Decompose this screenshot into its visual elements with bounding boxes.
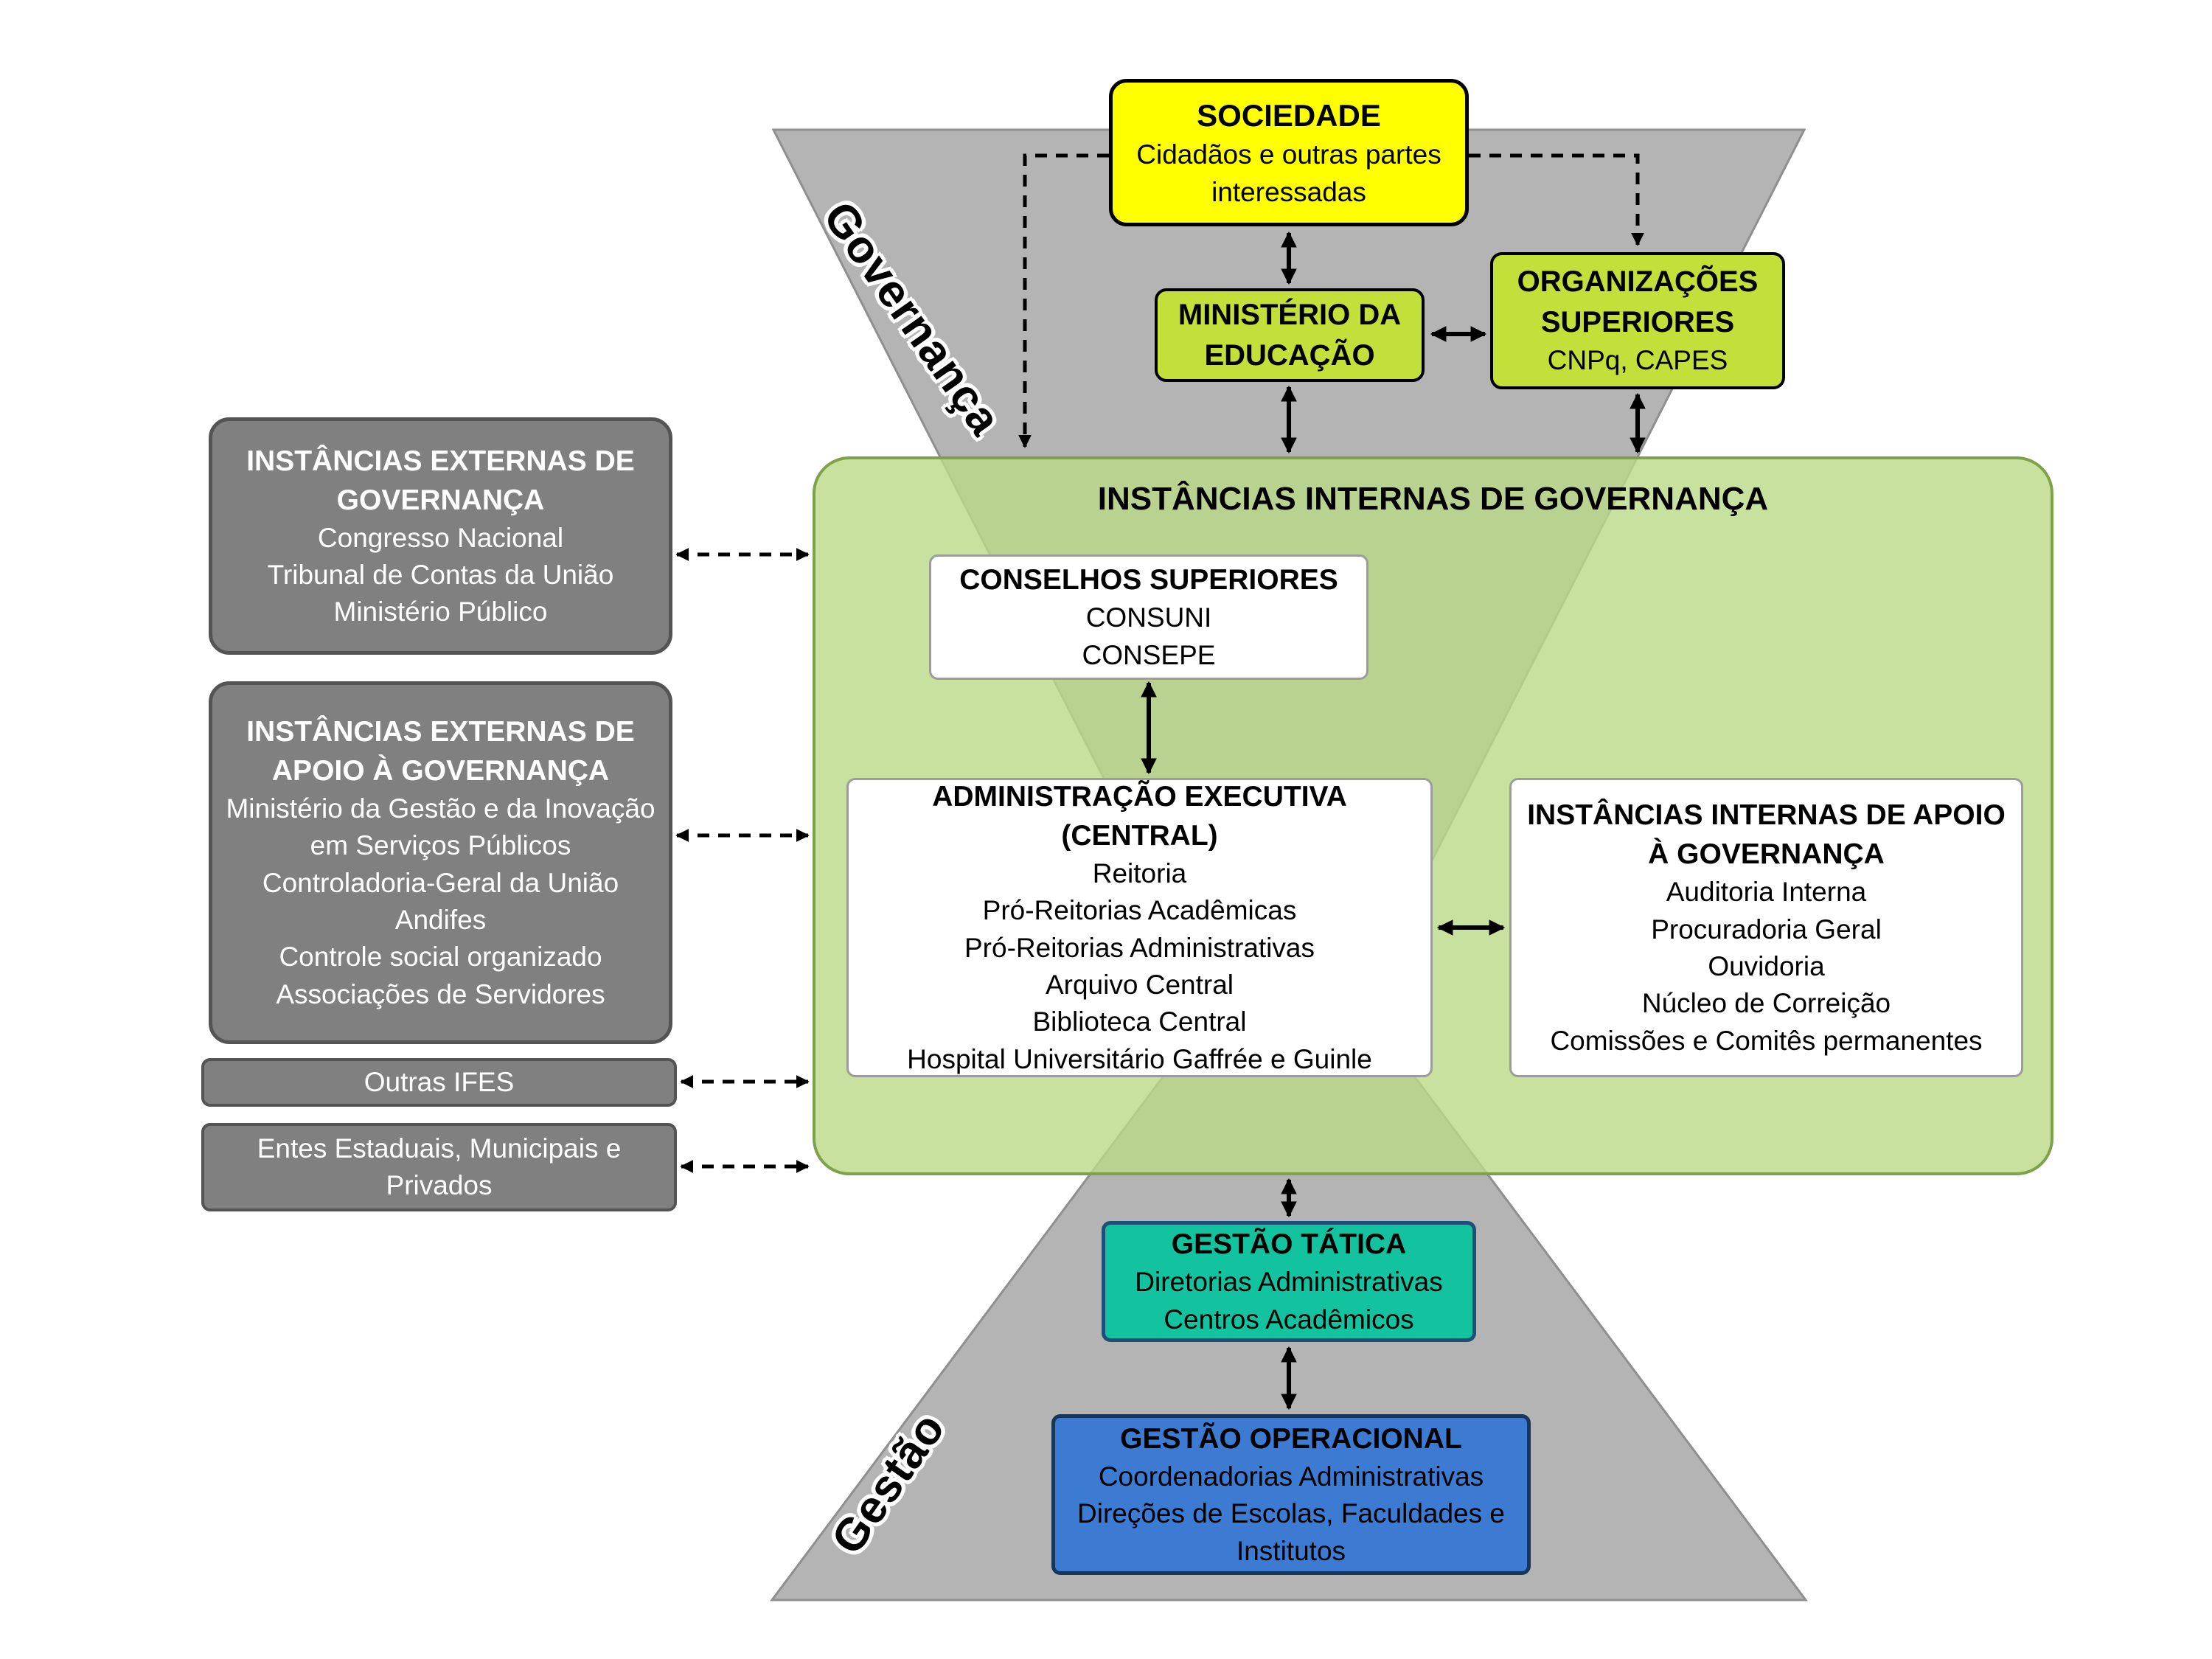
list-item: Pró-Reitorias Administrativas (964, 932, 1315, 963)
gestao-tatica-box: GESTÃO TÁTICA Diretorias Administrativas… (1102, 1221, 1476, 1342)
internas-apoio-box: INSTÂNCIAS INTERNAS DE APOIO À GOVERNANÇ… (1509, 778, 2023, 1077)
dashed-arrow-sociedade-orgsup (1469, 153, 1644, 246)
list-item: Associações de Servidores (276, 978, 605, 1009)
organizacoes-superiores-box: ORGANIZAÇÕES SUPERIORES CNPq, CAPES (1490, 252, 1785, 389)
outras-ifes-label: Outras IFES (364, 1066, 515, 1097)
list-item: Diretorias Administrativas (1135, 1267, 1443, 1298)
externas-apoio-box: INSTÂNCIAS EXTERNAS DE APOIO À GOVERNANÇ… (209, 681, 672, 1044)
list-item: CONSUNI (1085, 602, 1212, 633)
organizacoes-superiores-title: ORGANIZAÇÕES SUPERIORES (1517, 265, 1759, 338)
dashed-arrow-sociedade-green (1018, 153, 1109, 448)
list-item: Controle social organizado (279, 942, 602, 973)
entes-label: Entes Estaduais, Municipais e Privados (257, 1133, 622, 1200)
sociedade-box: SOCIEDADE Cidadãos e outras partes inter… (1109, 79, 1469, 226)
list-item: Pró-Reitorias Acadêmicas (982, 895, 1297, 926)
list-item: Hospital Universitário Gaffrée e Guinle (907, 1043, 1372, 1074)
conselhos-superiores-box: CONSELHOS SUPERIORES CONSUNI CONSEPE (929, 554, 1368, 680)
sociedade-subtitle: Cidadãos e outras partes interessadas (1136, 139, 1441, 207)
list-item: Ministério da Gestão e da Inovação em Se… (226, 793, 655, 861)
ministerio-educacao-box: MINISTÉRIO DA EDUCAÇÃO (1155, 288, 1425, 382)
list-item: Ouvidoria (1708, 950, 1825, 981)
list-item: Auditoria Interna (1666, 877, 1867, 908)
list-item: Andifes (394, 905, 487, 936)
internas-apoio-title: INSTÂNCIAS INTERNAS DE APOIO À GOVERNANÇ… (1527, 799, 2006, 871)
gestao-operacional-box: GESTÃO OPERACIONAL Coordenadorias Admini… (1051, 1414, 1531, 1575)
organizacoes-superiores-subtitle: CNPq, CAPES (1547, 345, 1728, 376)
externas-governanca-box: INSTÂNCIAS EXTERNAS DE GOVERNANÇA Congre… (209, 417, 672, 655)
list-item: Ministério Público (333, 597, 548, 627)
list-item: Congresso Nacional (317, 522, 564, 553)
list-item: Procuradoria Geral (1651, 914, 1882, 945)
list-item: CONSEPE (1082, 639, 1216, 670)
gestao-operacional-title: GESTÃO OPERACIONAL (1120, 1423, 1462, 1455)
list-item: Direções de Escolas, Faculdades e Instit… (1077, 1498, 1505, 1566)
list-item: Biblioteca Central (1032, 1006, 1247, 1037)
entes-box: Entes Estaduais, Municipais e Privados (201, 1123, 677, 1211)
administracao-executiva-box: ADMINISTRAÇÃO EXECUTIVA (CENTRAL) Reitor… (846, 778, 1433, 1077)
list-item: Tribunal de Contas da União (267, 559, 614, 590)
externas-apoio-title: INSTÂNCIAS EXTERNAS DE APOIO À GOVERNANÇ… (246, 716, 635, 787)
ministerio-educacao-title: MINISTÉRIO DA EDUCAÇÃO (1178, 299, 1402, 372)
sociedade-title: SOCIEDADE (1197, 98, 1381, 133)
list-item: Arquivo Central (1045, 970, 1234, 1001)
administracao-executiva-title: ADMINISTRAÇÃO EXECUTIVA (CENTRAL) (932, 781, 1347, 852)
list-item: Reitoria (1092, 858, 1187, 889)
list-item: Coordenadorias Administrativas (1098, 1461, 1484, 1492)
externas-governanca-title: INSTÂNCIAS EXTERNAS DE GOVERNANÇA (246, 445, 635, 516)
internas-governanca-area-title: INSTÂNCIAS INTERNAS DE GOVERNANÇA (1097, 481, 1769, 517)
outras-ifes-box: Outras IFES (201, 1058, 677, 1107)
list-item: Núcleo de Correição (1641, 988, 1891, 1019)
list-item: Controladoria-Geral da União (262, 867, 619, 898)
conselhos-superiores-title: CONSELHOS SUPERIORES (959, 564, 1338, 597)
list-item: Comissões e Comitês permanentes (1550, 1025, 1983, 1056)
gestao-tatica-title: GESTÃO TÁTICA (1171, 1228, 1407, 1261)
list-item: Centros Acadêmicos (1164, 1304, 1414, 1335)
